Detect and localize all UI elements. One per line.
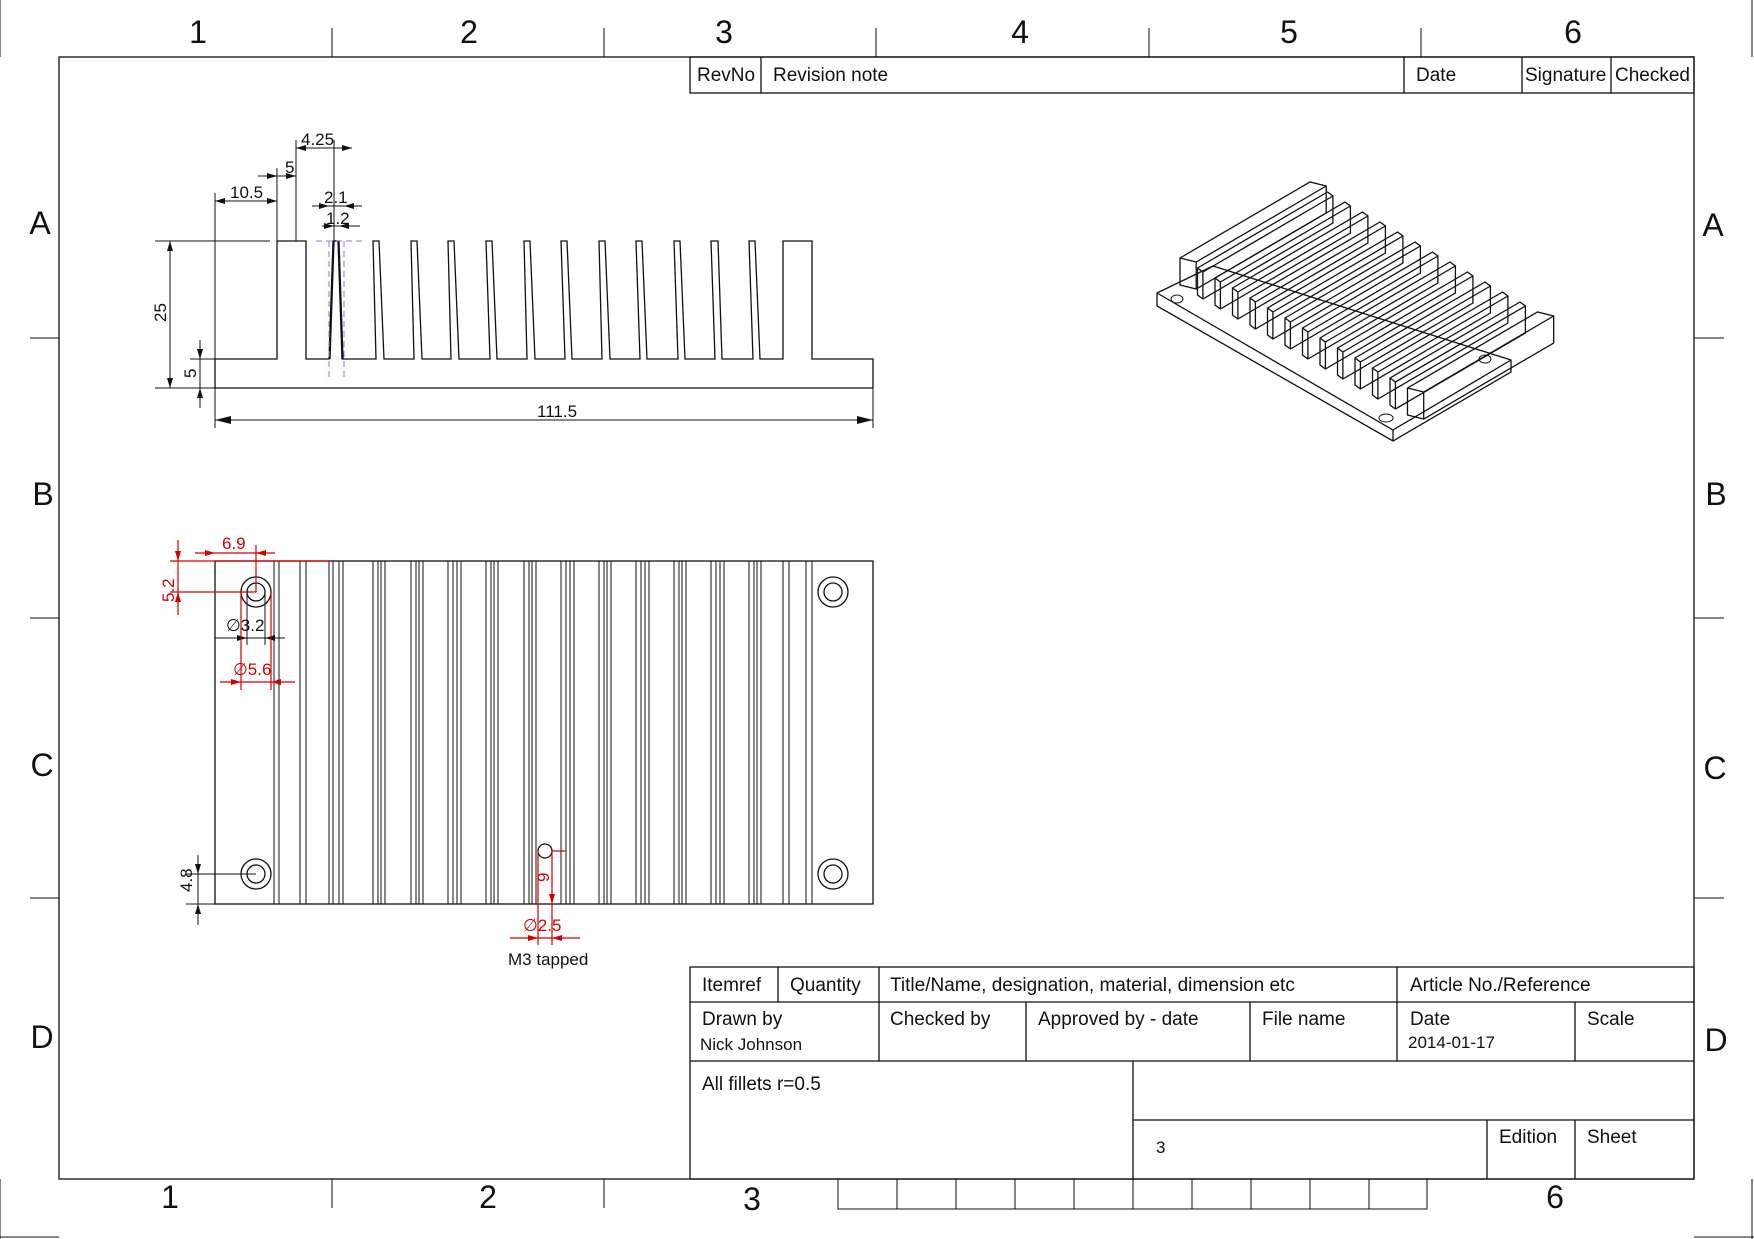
front-view-dimensions: 4.25 5 10.5 2.1 1.2 25 5 111.5	[151, 130, 874, 428]
notes-text: All fillets r=0.5	[702, 1074, 821, 1095]
tap-note: M3 tapped	[508, 950, 588, 969]
scale-label: Scale	[1587, 1009, 1635, 1030]
zone-col-5-top: 5	[1280, 14, 1298, 50]
article-label: Article No./Reference	[1410, 975, 1591, 996]
iso-fin	[1284, 241, 1422, 350]
dim-6-9: 6.9	[222, 534, 246, 553]
iso-fin	[1249, 221, 1387, 330]
mount-hole-bottom-right	[817, 858, 849, 890]
iso-fin	[1301, 251, 1439, 360]
edition-label: Edition	[1499, 1127, 1557, 1148]
isometric-view	[1156, 181, 1555, 442]
zone-col-1-bottom: 1	[161, 1179, 179, 1215]
dim-dia-5-6: ∅5.6	[233, 660, 271, 679]
drawn-by-label: Drawn by	[702, 1009, 783, 1030]
dim-10-5: 10.5	[230, 183, 263, 202]
quantity-label: Quantity	[790, 975, 861, 996]
revision-note-header: Revision note	[773, 65, 888, 86]
mount-hole-top-right	[817, 576, 849, 608]
dim-dia-2-5: ∅2.5	[523, 916, 561, 935]
iso-fin	[1371, 291, 1509, 400]
dim-25: 25	[151, 303, 170, 322]
zone-col-3-bottom: 3	[743, 1181, 761, 1217]
dim-4-8: 4.8	[177, 868, 196, 892]
dim-5-2: 5.2	[159, 578, 178, 602]
dim-5-base: 5	[181, 369, 200, 378]
rev-no-header: RevNo	[697, 65, 755, 86]
dim-5-top: 5	[285, 158, 294, 177]
checked-header: Checked	[1615, 65, 1690, 86]
approved-by-label: Approved by - date	[1038, 1009, 1199, 1030]
zone-row-c-left: C	[30, 747, 53, 783]
revision-table: RevNo Revision note Date Signature Check…	[689, 56, 1695, 94]
zone-col-1-top: 1	[189, 14, 207, 50]
zone-row-c-right: C	[1703, 750, 1726, 786]
iso-fin	[1196, 191, 1334, 300]
title-label: Title/Name, designation, material, dimen…	[890, 975, 1295, 996]
title-block: Itemref Quantity Title/Name, designation…	[689, 966, 1695, 1210]
iso-fin	[1266, 231, 1404, 340]
iso-fin	[1231, 211, 1369, 320]
revision-date-header: Date	[1416, 65, 1456, 86]
drawn-by-value: Nick Johnson	[700, 1035, 802, 1054]
iso-fin	[1406, 311, 1555, 420]
zone-row-b-left: B	[32, 476, 53, 512]
zone-col-6-top: 6	[1564, 14, 1582, 50]
zone-col-2-top: 2	[460, 14, 478, 50]
date-label: Date	[1410, 1009, 1450, 1030]
signature-header: Signature	[1525, 65, 1606, 86]
top-view-dimensions: 6.9 5.2 ∅3.2 ∅5.6 4.8 9 ∅2.5 M3 tapped	[159, 534, 588, 969]
sheet-label: Sheet	[1587, 1127, 1637, 1148]
tapped-hole	[537, 843, 553, 859]
drawing-number: 3	[1156, 1138, 1165, 1157]
date-value: 2014-01-17	[1408, 1033, 1495, 1052]
checked-by-label: Checked by	[890, 1009, 991, 1030]
file-name-label: File name	[1262, 1009, 1345, 1030]
iso-fin	[1214, 201, 1352, 310]
dim-2-1: 2.1	[324, 188, 348, 207]
zone-row-b-right: B	[1705, 476, 1726, 512]
front-view	[214, 240, 874, 389]
dim-1-2: 1.2	[326, 209, 350, 228]
zone-row-a-right: A	[1702, 207, 1724, 243]
zone-row-d-right: D	[1704, 1022, 1727, 1058]
zone-row-d-left: D	[30, 1019, 53, 1055]
dim-111-5: 111.5	[537, 402, 577, 421]
dim-9: 9	[534, 873, 553, 882]
zone-col-3-top: 3	[715, 14, 733, 50]
iso-fin	[1354, 281, 1492, 390]
dim-dia-3-2: ∅3.2	[226, 616, 264, 635]
iso-fin	[1336, 271, 1474, 380]
iso-fin	[1319, 261, 1457, 370]
itemref-label: Itemref	[702, 975, 762, 996]
zone-col-4-top: 4	[1011, 14, 1029, 50]
zone-col-6-bottom: 6	[1546, 1179, 1564, 1215]
top-view	[214, 560, 874, 905]
zone-row-a-left: A	[29, 205, 51, 241]
dim-4-25: 4.25	[301, 130, 334, 149]
zone-col-2-bottom: 2	[479, 1179, 497, 1215]
